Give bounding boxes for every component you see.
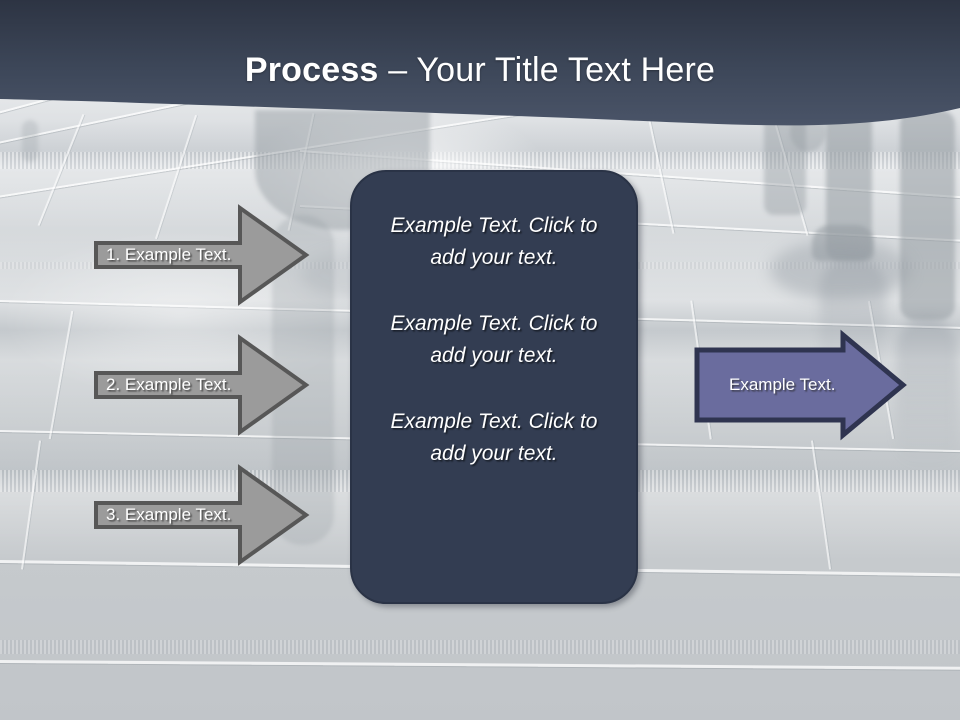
process-result-arrow-label: Example Text. bbox=[729, 375, 836, 394]
page-title-separator: – bbox=[378, 51, 417, 89]
background-figure-reflection bbox=[896, 318, 958, 468]
center-box-paragraph-3: Example Text. Click to add your text. bbox=[390, 410, 598, 465]
background-figure-silhouette bbox=[900, 110, 955, 320]
floor-texture-strip bbox=[0, 640, 960, 654]
header-wave-shape bbox=[0, 0, 960, 126]
slide-header-banner: Process – Your Title Text Here bbox=[0, 0, 960, 135]
process-step-arrow-2[interactable]: 2. Example Text. bbox=[92, 330, 312, 440]
process-step-arrow-3-label: 3. Example Text. bbox=[106, 505, 232, 524]
process-step-arrow-2-label: 2. Example Text. bbox=[106, 375, 232, 394]
center-box-paragraph-1: Example Text. Click to add your text. bbox=[390, 214, 598, 269]
process-center-box[interactable]: Example Text. Click to add your text. Ex… bbox=[350, 170, 638, 604]
page-title: Process – Your Title Text Here bbox=[0, 50, 960, 90]
process-step-arrow-1-label: 1. Example Text. bbox=[106, 245, 232, 264]
background-figure-silhouette bbox=[22, 120, 38, 162]
background-figure-silhouette bbox=[812, 225, 874, 261]
center-box-paragraph-2: Example Text. Click to add your text. bbox=[390, 312, 598, 367]
background-figure-silhouette bbox=[764, 110, 806, 215]
background-shadow bbox=[770, 240, 910, 300]
process-step-arrow-1[interactable]: 1. Example Text. bbox=[92, 200, 312, 310]
floor-texture-strip bbox=[0, 152, 960, 169]
page-title-rest: Your Title Text Here bbox=[416, 51, 716, 89]
page-title-strong: Process bbox=[244, 51, 379, 89]
process-result-arrow[interactable]: Example Text. bbox=[693, 329, 908, 441]
process-step-arrow-3[interactable]: 3. Example Text. bbox=[92, 460, 312, 570]
